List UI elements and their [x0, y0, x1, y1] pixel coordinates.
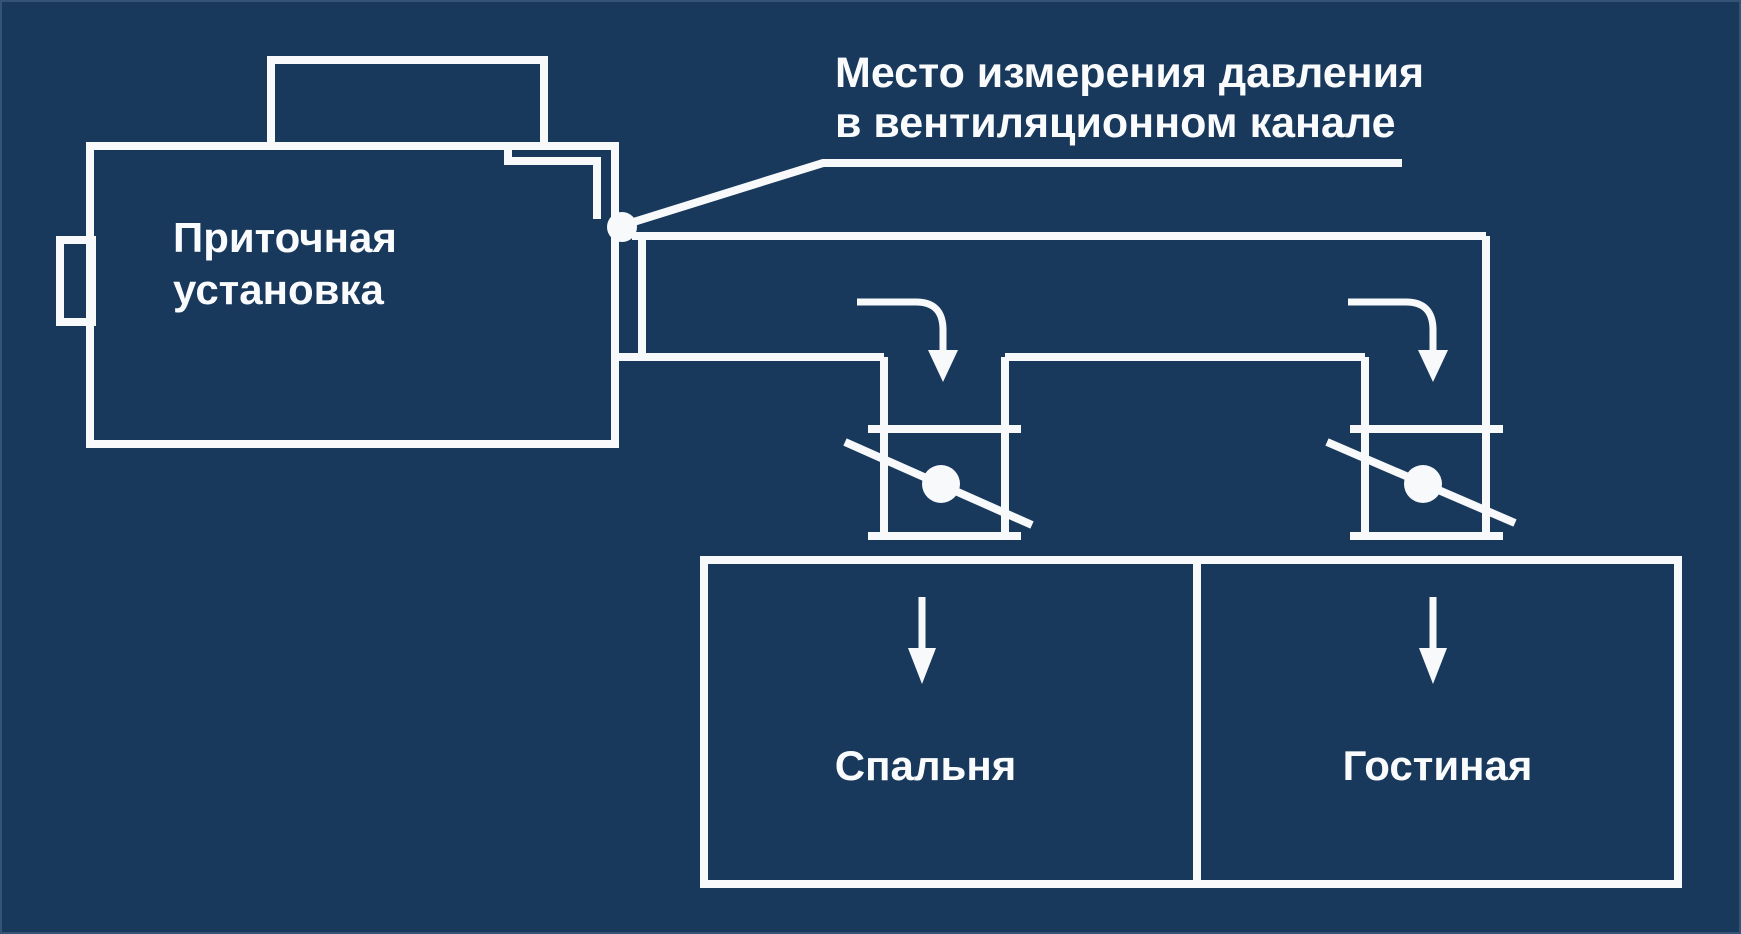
room-label-living: Гостиная — [1342, 742, 1533, 789]
measurement-point-dot — [607, 212, 637, 242]
measurement-note-line2: в вентиляционном канале — [835, 99, 1396, 147]
main-duct — [615, 232, 1490, 536]
rooms-rectangle — [700, 556, 1682, 888]
arrowhead-down-icon — [908, 648, 936, 684]
airflow-arrow-living — [1419, 597, 1447, 684]
damper-blade-icon — [843, 438, 1034, 529]
room-label-bedroom: Спальня — [834, 742, 1017, 789]
branch-duct-living — [1325, 357, 1517, 540]
arrowhead-down-icon — [1418, 350, 1448, 382]
supply-unit-label-line1: Приточная — [173, 214, 397, 261]
damper-blade-icon — [1325, 438, 1517, 527]
unit-top-box — [267, 56, 548, 150]
airflow-curved-arrow-bedroom — [857, 298, 958, 382]
arrowhead-down-icon — [1419, 648, 1447, 684]
supply-unit-label: Приточная установка — [173, 212, 397, 316]
arrowhead-down-icon — [928, 350, 958, 382]
branch-duct-bedroom — [843, 357, 1034, 540]
leader-line — [625, 159, 1402, 228]
measurement-note-line1: Место измерения давления — [835, 49, 1425, 97]
unit-outlet-inner-step — [504, 146, 601, 219]
rooms-outline — [700, 556, 1682, 888]
curved-arrow-shaft — [857, 298, 947, 350]
airflow-curved-arrow-living — [1348, 298, 1448, 382]
supply-unit-label-line2: установка — [173, 266, 384, 313]
supply-unit-outline — [56, 56, 619, 448]
measurement-note: Место измерения давления в вентиляционно… — [835, 48, 1424, 148]
unit-left-intake-tab — [56, 236, 96, 326]
airflow-arrow-bedroom — [908, 597, 936, 684]
curved-arrow-shaft — [1348, 298, 1437, 350]
